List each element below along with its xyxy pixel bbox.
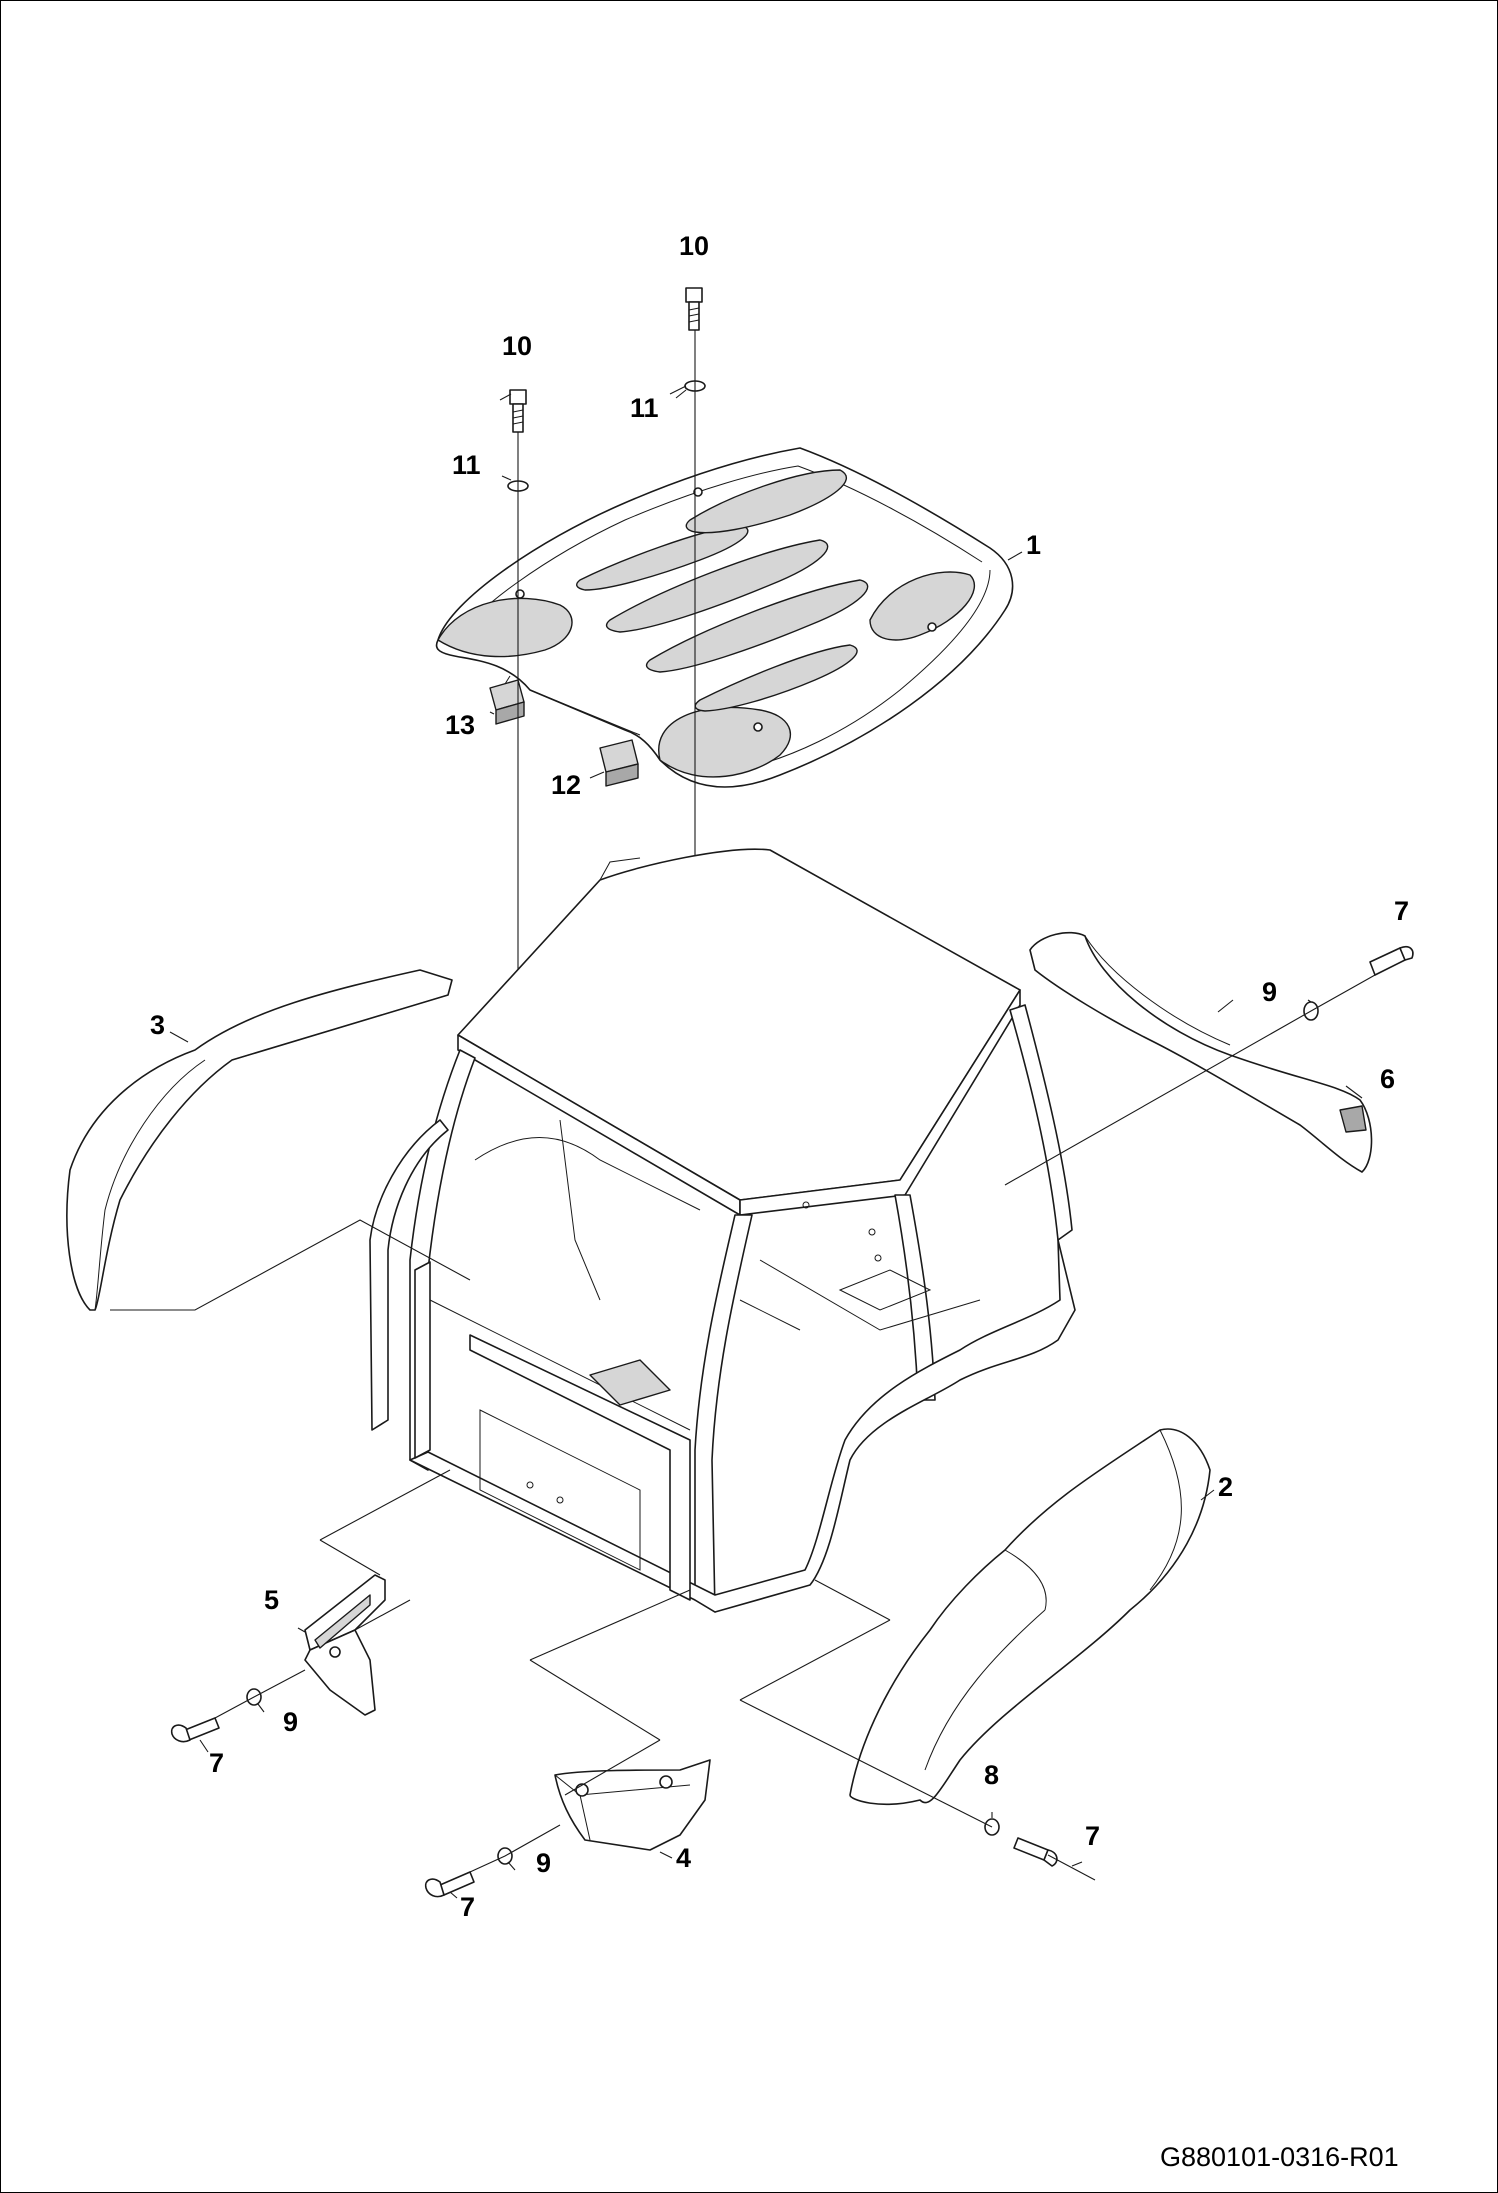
callout-4: 4 xyxy=(676,1843,692,1873)
roof-bolt-left xyxy=(509,389,527,433)
callout-12: 12 xyxy=(551,770,582,800)
cab-frame xyxy=(369,848,1076,1613)
right-rear-fender xyxy=(1029,931,1373,1173)
rear-step-panel xyxy=(554,1759,711,1851)
callout-9c: 9 xyxy=(536,1848,552,1878)
left-step-panel xyxy=(304,1574,386,1716)
callout-1: 1 xyxy=(1026,530,1042,560)
callout-3: 3 xyxy=(150,1010,166,1040)
callout-7a: 7 xyxy=(1394,896,1410,926)
callout-9a: 9 xyxy=(1262,977,1278,1007)
bolt-rear-step xyxy=(424,1871,475,1898)
roof-cover xyxy=(435,447,1014,788)
lamp-left xyxy=(489,675,525,725)
bolt-right-fender xyxy=(1013,1837,1058,1867)
lamp-right xyxy=(599,739,639,787)
callout-11a: 11 xyxy=(452,450,481,480)
callout-10a: 10 xyxy=(502,331,533,361)
callout-5: 5 xyxy=(264,1585,280,1615)
callout-7c: 7 xyxy=(460,1892,476,1922)
callout-11b: 11 xyxy=(630,393,659,423)
callout-10b: 10 xyxy=(679,231,710,261)
callout-13: 13 xyxy=(445,710,476,740)
callout-9b: 9 xyxy=(283,1707,299,1737)
callout-6: 6 xyxy=(1380,1064,1396,1094)
roof-bolt-right xyxy=(685,287,703,331)
bolt-right-upper xyxy=(1369,945,1414,976)
callout-8: 8 xyxy=(984,1760,1000,1790)
callout-2: 2 xyxy=(1218,1472,1234,1502)
left-rear-fender xyxy=(66,969,453,1311)
callout-7b: 7 xyxy=(209,1748,225,1778)
right-fender xyxy=(849,1428,1211,1806)
callout-7d: 7 xyxy=(1085,1821,1101,1851)
bolt-left-step xyxy=(170,1717,220,1743)
drawing-code: G880101-0316-R01 xyxy=(1160,2142,1399,2172)
